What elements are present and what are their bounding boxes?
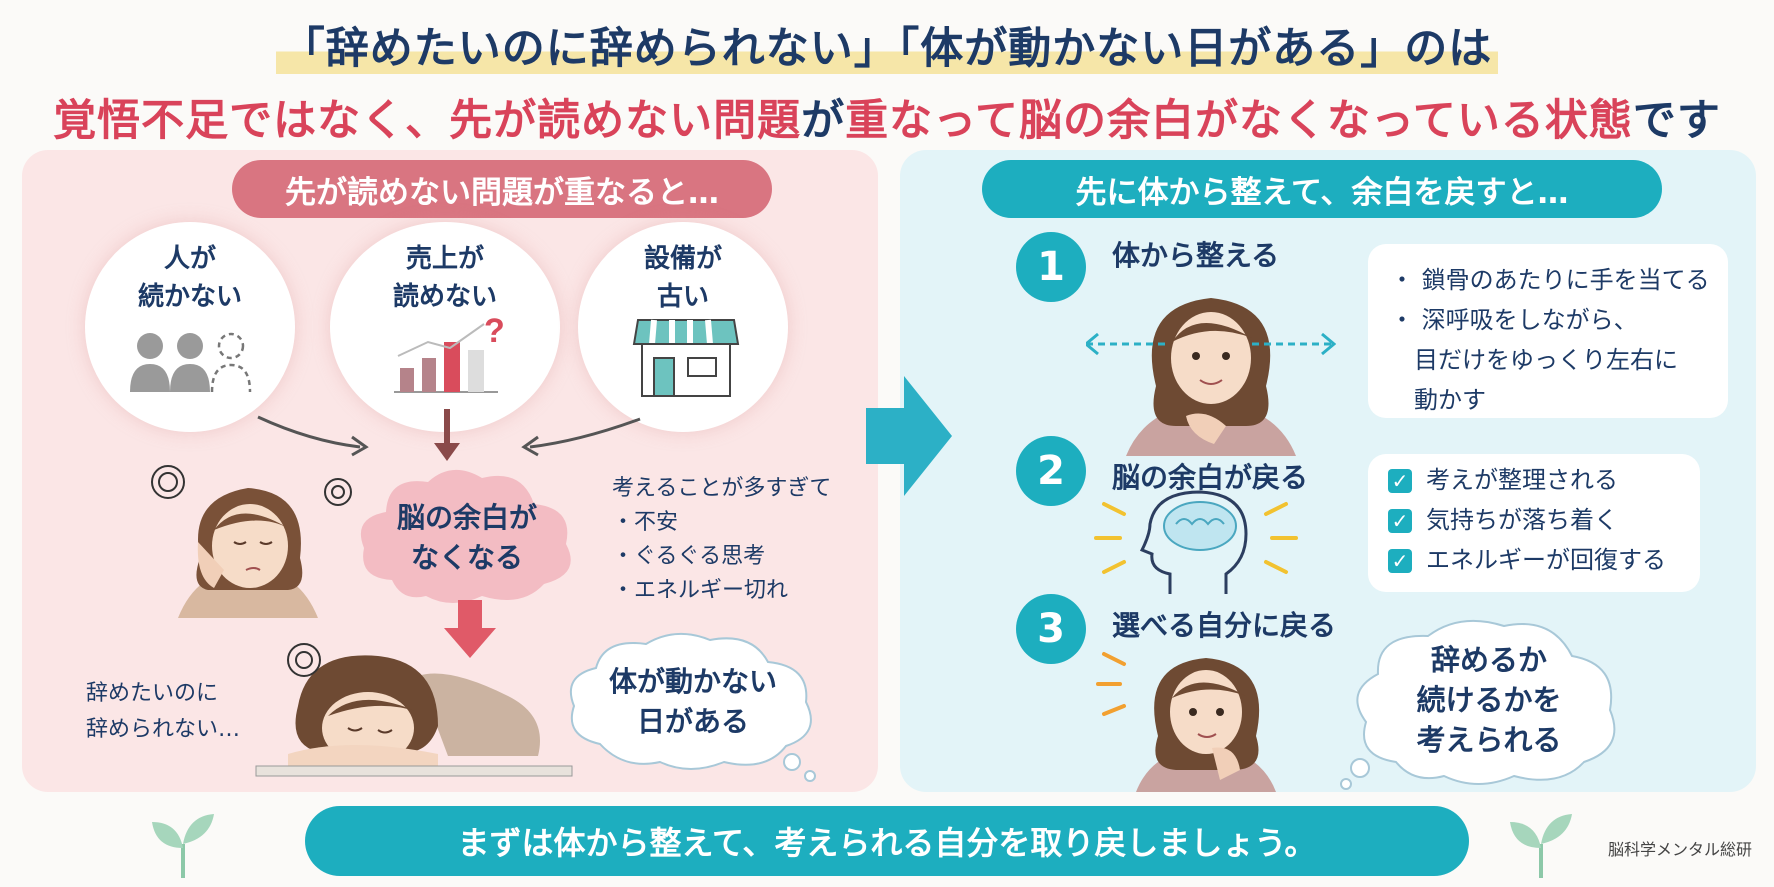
eye-exercise-illustration [1086,298,1336,456]
thought-bubble-right [1340,619,1616,790]
benefit-item: ✓考えが整理される [1388,460,1700,500]
step-number-2: 2 [1016,436,1086,506]
brand-label: 脳科学メンタル総研 [1608,840,1753,859]
sales-chart-icon: ? [394,312,505,393]
worried-woman-illustration [151,465,352,618]
thought-bubble-right-text: 辞めるか続けるかを考えられる [1416,643,1562,757]
check-icon: ✓ [1388,509,1412,533]
headline-line1: 「辞めたいのに辞められない」「体が動かない日がある」のは [0,14,1774,76]
overload-cloud-text: 脳の余白がなくなる [396,501,537,574]
next-arrow-icon [866,376,952,496]
exhausted-woman-illustration [255,643,573,777]
thought-bubble-left-text: 体が動かない日がある [608,665,777,738]
step-title-2: 脳の余白が戻る [1112,461,1309,494]
step2-benefits: ✓考えが整理される ✓気持ちが落ち着く ✓エネルギーが回復する [1368,454,1700,592]
svg-text:?: ? [484,312,505,350]
overload-cloud [360,469,571,603]
cause-staff-label: 人が続かない [137,244,242,312]
step1-instructions: ・ 鎖骨のあたりに手を当てる ・ 深呼吸をしながら、 目だけをゆっくり左右に 動… [1368,244,1728,418]
headline-line2: 覚悟不足ではなく、先が読めない問題が重なって脳の余白がなくなっている状態です [53,96,1721,146]
benefit-item: ✓エネルギーが回復する [1388,540,1700,580]
people-icon [130,332,252,393]
left-banner: 先が読めない問題が重なると… [232,160,772,218]
step-title-3: 選べる自分に戻る [1112,609,1337,642]
down-arrow-icon [444,600,496,658]
step-number-1: 1 [1016,232,1086,302]
cause-sales-label: 売上が読めない [392,244,497,312]
sprout-icon-right [1510,814,1572,878]
thought-bubble-left [569,632,816,782]
benefit-item: ✓気持ちが落ち着く [1388,500,1700,540]
cause-circle-staff [85,222,295,432]
sprout-icon-left [152,814,214,878]
thoughts-list: 考えることが多すぎて ・不安 ・ぐるぐる思考 ・エネルギー切れ [612,476,832,603]
convergence-arrows [257,409,641,461]
cause-circle-sales [330,222,560,432]
check-icon: ✓ [1388,549,1412,573]
shop-icon [632,319,740,397]
thinking-woman-illustration [1096,652,1276,792]
brain-head-illustration [1094,490,1298,594]
step-title-1: 体から整える [1112,239,1280,272]
step-number-3: 3 [1016,594,1086,664]
check-icon: ✓ [1388,469,1412,493]
cause-equipment-label: 設備が古い [643,244,722,312]
right-banner: 先に体から整えて、余白を戻すと… [982,160,1662,218]
inner-voice-quote: 辞めたいのに辞められない… [86,681,241,742]
footer-message: まずは体から整えて、考えられる自分を取り戻しましょう。 [305,806,1469,876]
